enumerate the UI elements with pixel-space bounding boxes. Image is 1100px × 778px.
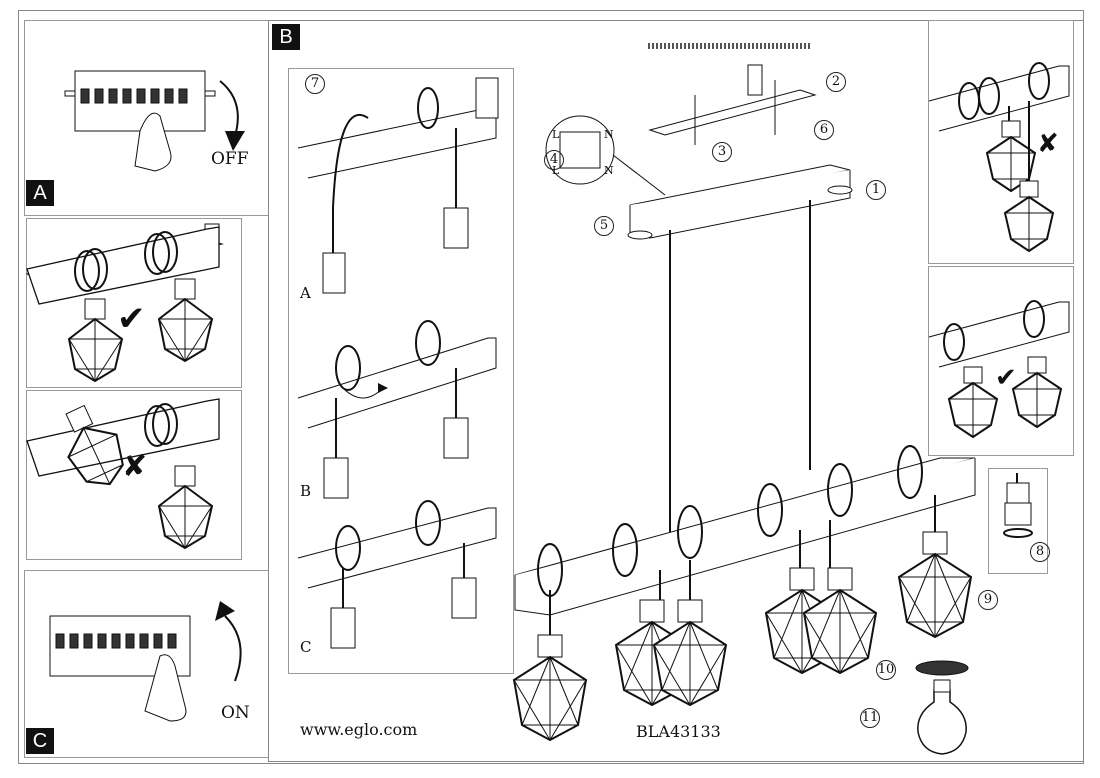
pendant-cage-lamp-icon	[947, 366, 999, 439]
variant-label-b: B	[300, 482, 312, 500]
panel-correct-hang: ✔	[25, 218, 242, 388]
panel-a-tag: A	[26, 180, 54, 206]
pendant-cage-lamp-icon	[157, 278, 214, 363]
step-6: 6	[814, 118, 834, 140]
pendant-cage-lamp-icon	[1003, 180, 1055, 253]
main-fixture-illustration	[514, 200, 976, 635]
panel-wrong-hang: ✘	[26, 390, 242, 560]
pendant-cage-lamp-icon	[67, 298, 124, 383]
step-7: 7	[305, 72, 325, 94]
panel-c-switch-on: ON	[24, 570, 276, 758]
cross-mark-right: ✘	[1037, 129, 1059, 159]
ceiling-canopy-assembly	[545, 43, 853, 240]
cross-mark: ✘	[122, 449, 148, 484]
terminal-l1: L	[552, 128, 560, 141]
beam-icon	[928, 62, 1070, 181]
panel-correct-hang-right: ✔	[928, 266, 1074, 456]
beam-icon	[25, 223, 224, 305]
pendant-cage-lamp-icon	[157, 465, 214, 550]
variant-label-a: A	[300, 284, 311, 302]
beam-icon	[26, 398, 220, 477]
lamp-socket-icon	[1003, 473, 1033, 538]
step-5: 5	[594, 214, 614, 236]
terminal-l2: L	[552, 164, 560, 177]
circuit-breaker-icon	[49, 615, 191, 722]
circuit-breaker-icon	[64, 70, 216, 172]
panel-a-switch-off: OFF	[24, 20, 276, 216]
off-label: OFF	[211, 149, 249, 169]
pendant-cage-lamp-icon	[985, 120, 1037, 193]
variant-illustrations	[297, 77, 499, 649]
step-8: 8	[1030, 540, 1050, 562]
on-label: ON	[221, 703, 250, 723]
step-9: 9	[978, 588, 998, 610]
step-3: 3	[712, 140, 732, 162]
step-4: 4	[544, 148, 564, 170]
hand-icon	[144, 654, 187, 722]
check-mark-right: ✔	[995, 363, 1017, 393]
panel-c-tag: C	[26, 728, 54, 754]
pendant-cage-lamp-icon	[65, 404, 124, 486]
step-2: 2	[826, 70, 846, 92]
panel-b-tag: B	[272, 24, 300, 50]
terminal-n1: N	[604, 128, 614, 141]
pendant-cage-lamp-icon	[1011, 356, 1063, 429]
beam-icon	[928, 300, 1070, 368]
website: www.eglo.com	[300, 720, 418, 739]
pendant-cage-lamp-icon	[897, 531, 973, 639]
step-11: 11	[860, 706, 880, 728]
terminal-n2: N	[604, 164, 614, 177]
hand-icon	[134, 112, 172, 172]
bulb-icon	[917, 679, 967, 755]
shade-ring-icon	[915, 660, 969, 676]
variant-label-c: C	[300, 638, 312, 656]
step-10: 10	[876, 658, 896, 680]
on-arrow-icon	[215, 601, 242, 682]
model-number: BLA43133	[636, 722, 721, 741]
pendant-cage-lamp-icon	[802, 567, 878, 675]
step-1: 1	[866, 178, 886, 200]
off-arrow-icon	[219, 80, 245, 151]
check-mark: ✔	[117, 299, 146, 339]
panel-wrong-hang-right: ✘	[928, 20, 1074, 264]
pendant-cage-lamp-icon	[652, 599, 728, 707]
pendant-cage-lamp-icon	[512, 634, 588, 742]
